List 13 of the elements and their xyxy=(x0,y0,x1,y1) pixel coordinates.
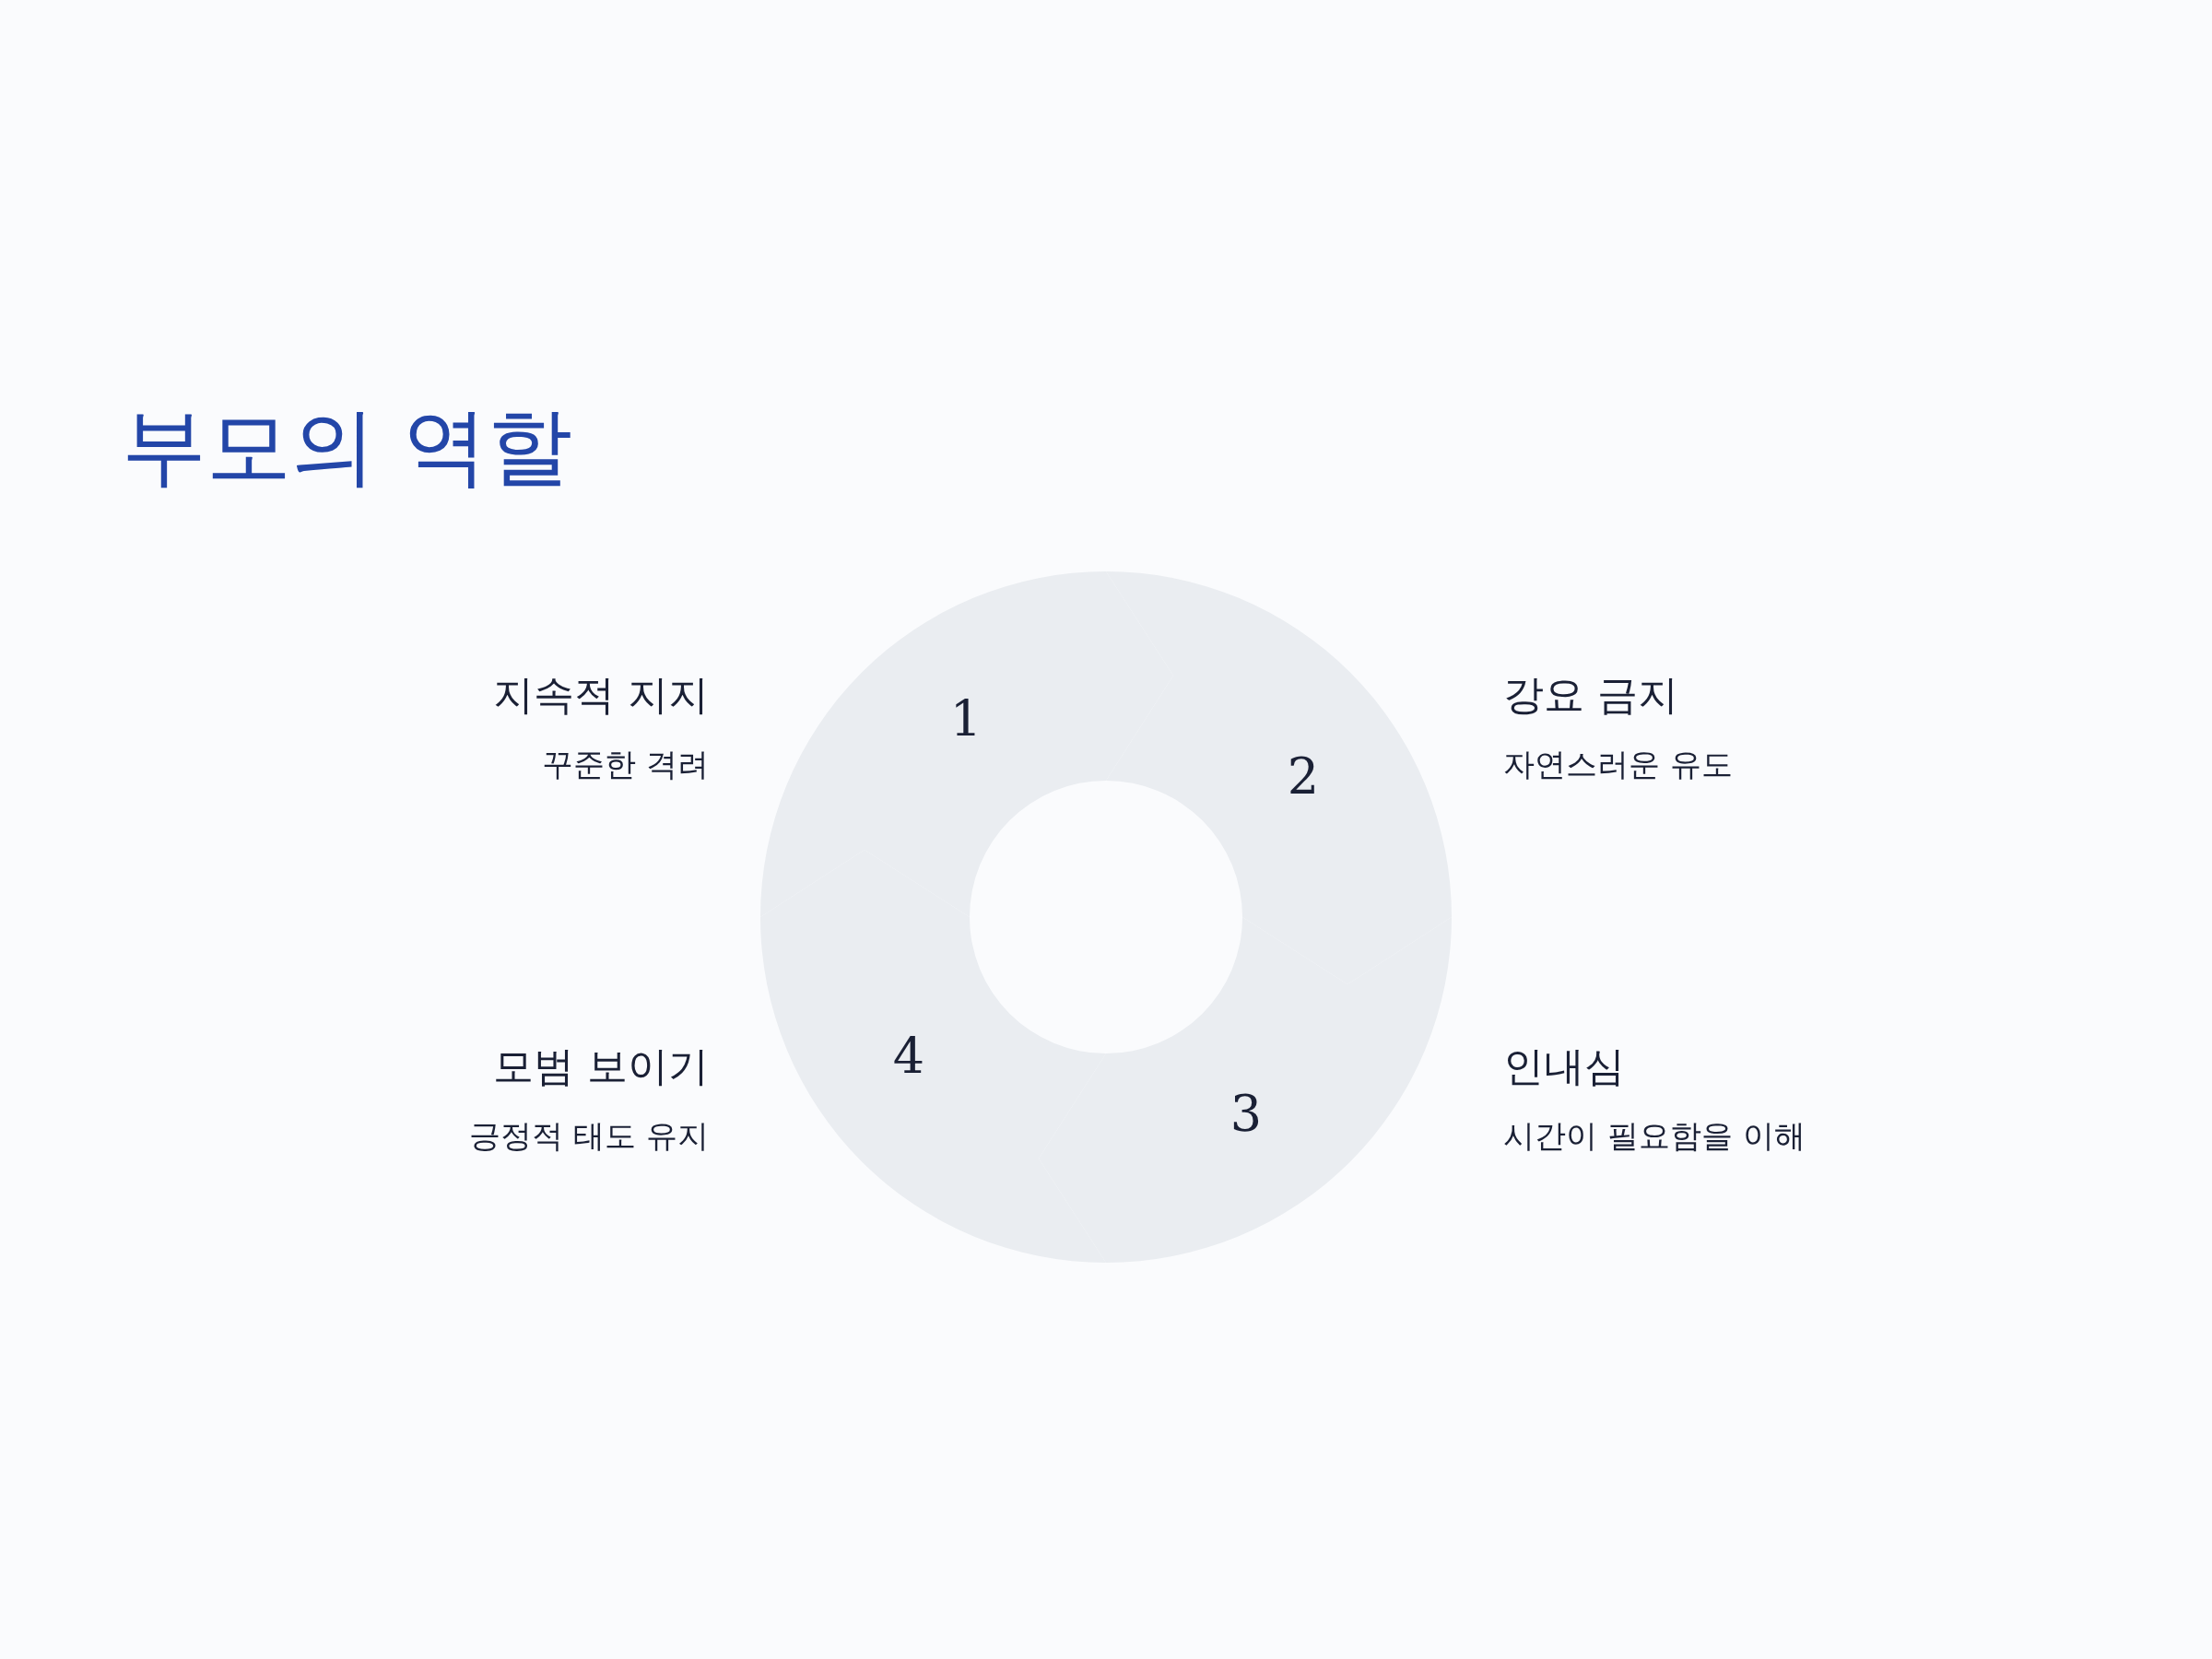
step-number: 4 xyxy=(892,1032,925,1082)
step-heading: 인내심 xyxy=(1503,1046,1625,1087)
step-description: 시간이 필요함을 이해 xyxy=(1503,1120,1806,1151)
title: 부모의 역할 xyxy=(122,396,573,498)
step-description: 긍정적 태도 유지 xyxy=(469,1120,709,1151)
step-number: 2 xyxy=(1287,752,1320,802)
step-description: 꾸준한 격려 xyxy=(542,748,709,780)
step-heading: 강요 금지 xyxy=(1503,675,1678,715)
step-heading: 모범 보이기 xyxy=(493,1046,709,1087)
step-description: 자연스러운 유도 xyxy=(1503,748,1733,780)
step-number: 3 xyxy=(1230,1089,1263,1139)
step-heading: 지속적 지지 xyxy=(493,675,709,715)
step-number: 1 xyxy=(949,695,982,745)
